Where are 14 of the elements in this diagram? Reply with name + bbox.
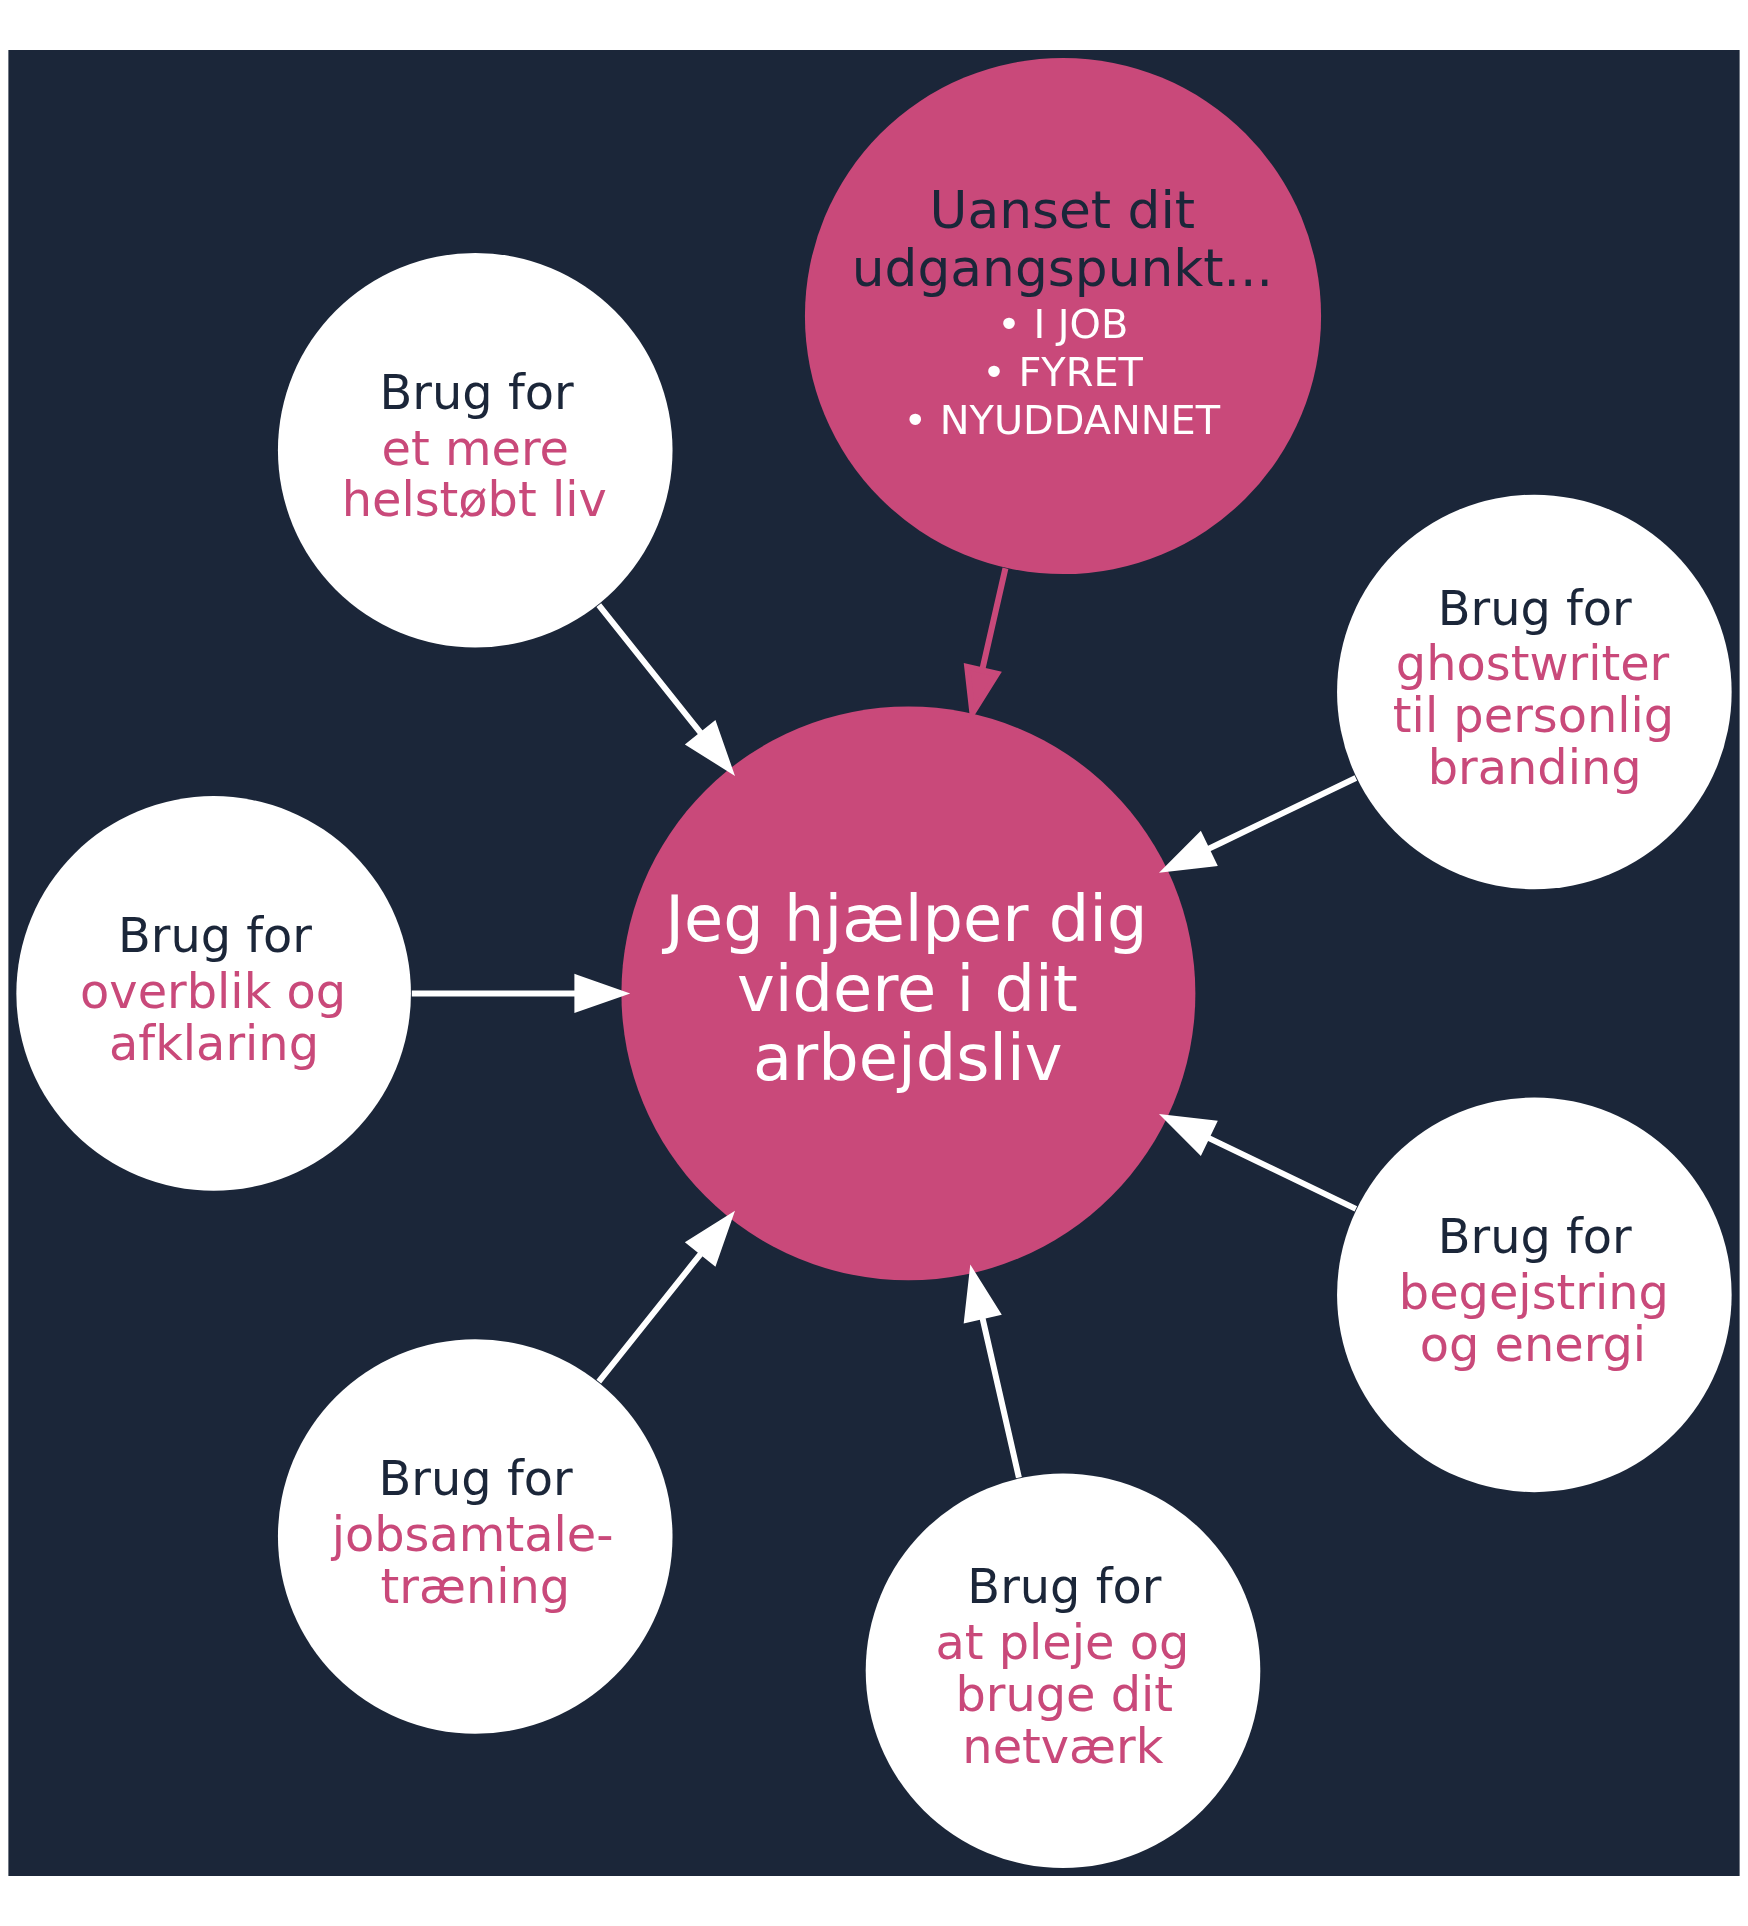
node-circle: Brug for begejstring og energi [1337, 1097, 1732, 1493]
node-circle: Brug for overblik og afklaring [16, 796, 411, 1191]
arrow [596, 603, 735, 776]
node-circle: Brug for at pleje og bruge dit netværk [865, 1473, 1261, 1869]
node-circle: Brug for jobsamtale-træning [277, 1339, 673, 1734]
node-circle: Brug for et mere helstøbt liv [277, 252, 673, 648]
arrow [596, 1210, 735, 1384]
arrow [1159, 1114, 1358, 1212]
arrow [1159, 775, 1358, 873]
node-circle: Uanset dit udgangspunkt... • I JOB • FYRET • NYUDDANNET [804, 57, 1322, 575]
node-circle: Jeg hjælper dig videre i dit arbejdsliv [621, 706, 1196, 1281]
arrow [963, 1264, 1022, 1479]
arrow [411, 973, 631, 1013]
node-circle: Brug for ghostwriter til personlig branding [1337, 494, 1732, 890]
